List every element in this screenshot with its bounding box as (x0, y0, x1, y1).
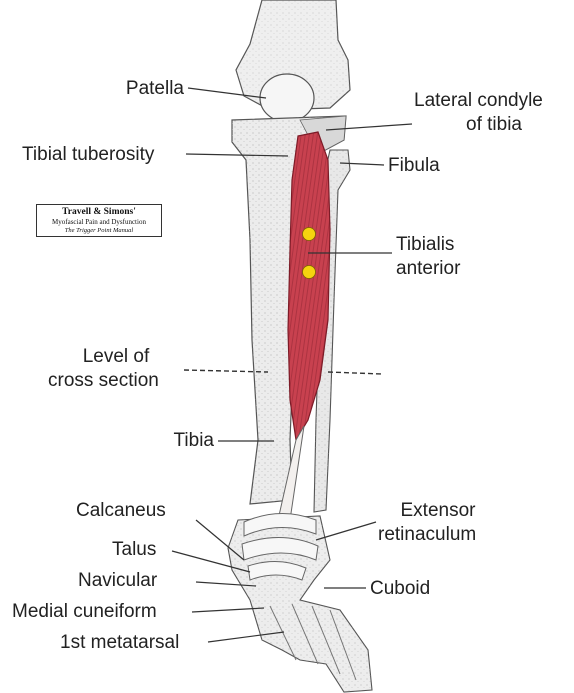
label-tibia: Tibia (100, 430, 214, 452)
label-extensor-line2: retinaculum (378, 524, 476, 546)
label-tibialis-line2: anterior (396, 258, 460, 280)
label-extensor-line1: Extensor (378, 500, 498, 522)
label-navicular: Navicular (78, 570, 157, 592)
label-patella: Patella (60, 78, 184, 100)
trigger-point-upper (303, 228, 316, 241)
patella-bone (260, 74, 314, 122)
label-talus: Talus (112, 539, 156, 561)
label-lateral-condyle-line2: of tibia (414, 114, 574, 136)
label-first-metatarsal: 1st metatarsal (60, 632, 179, 654)
label-level-line2: cross section (48, 370, 159, 392)
label-level-line1: Level of (50, 346, 182, 368)
label-tibialis-line1: Tibialis (396, 234, 454, 256)
label-cuboid: Cuboid (370, 578, 430, 600)
label-fibula: Fibula (388, 155, 440, 177)
book-credit-box: Travell & Simons' Myofascial Pain and Dy… (36, 204, 162, 237)
label-lateral-condyle-line1: Lateral condyle (414, 90, 543, 112)
label-medial-cuneiform: Medial cuneiform (12, 601, 157, 623)
credit-manual: The Trigger Point Manual (37, 227, 161, 235)
label-tibial-tuberosity: Tibial tuberosity (22, 144, 154, 166)
credit-subtitle: Myofascial Pain and Dysfunction (37, 218, 161, 227)
trigger-point-lower (303, 266, 316, 279)
credit-title: Travell & Simons' (37, 207, 161, 218)
label-calcaneus: Calcaneus (76, 500, 166, 522)
